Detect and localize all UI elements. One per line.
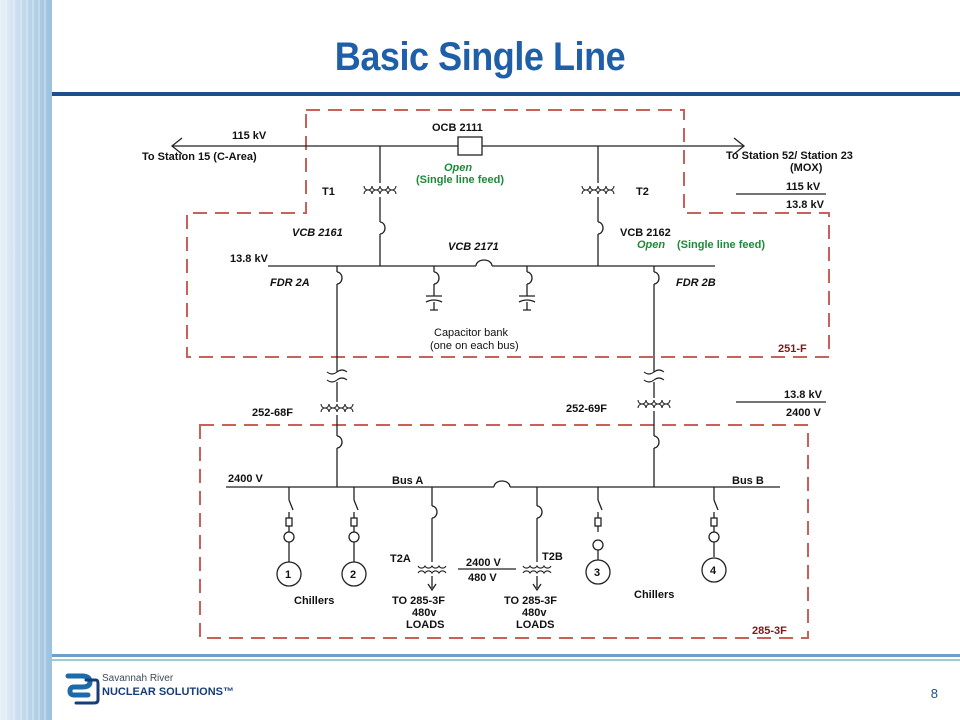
logo-text-nuclear-solutions: NUCLEAR SOLUTIONS™: [102, 686, 234, 698]
label-xfmr-252-68f: 252-68F: [252, 407, 293, 419]
footer-rule: [52, 654, 960, 657]
ocb-2111-breaker: [457, 136, 483, 156]
label-t2-ratio-top: 2400 V: [466, 557, 502, 569]
capacitor-b-icon: [518, 295, 536, 311]
t2a-branch: [417, 487, 447, 592]
t2-transformer-icon: [581, 185, 615, 195]
fdr-2b-reactor-icon: [643, 369, 665, 383]
label-115kv: 115 kV: [232, 130, 267, 142]
label-chiller-3: 3: [594, 567, 600, 579]
label-single-line-feed-2: (Single line feed): [677, 239, 765, 251]
label-ratio-138kv-top: 13.8 kV: [786, 199, 825, 211]
label-ratio-2400v: 2400 V: [786, 407, 822, 419]
logo-text-savannah-river: Savannah River: [102, 673, 174, 684]
label-fdr-2b: FDR 2B: [676, 277, 716, 289]
side-band-lines: [5, 0, 46, 720]
label-bus-2400v: 2400 V: [228, 473, 264, 485]
arrow-right-icon: [733, 137, 746, 155]
label-ocb-2111: OCB 2111: [432, 122, 483, 134]
t1-transformer-icon: [363, 185, 397, 195]
label-capacitor-bank-note: (one on each bus): [430, 340, 519, 352]
label-vcb-2171: VCB 2171: [448, 241, 499, 253]
fdr-2a-reactor-icon: [326, 369, 348, 383]
capacitor-a-icon: [425, 295, 443, 311]
label-mox: (MOX): [790, 162, 823, 174]
label-area-285-3f: 285-3F: [752, 625, 787, 637]
label-chillers-left: Chillers: [294, 595, 334, 607]
label-to-station-52: To Station 52/ Station 23: [726, 150, 853, 162]
label-t2: T2: [636, 186, 649, 198]
label-t2a: T2A: [390, 553, 411, 565]
title-rule: [52, 92, 960, 96]
t2b-branch: [522, 487, 552, 592]
label-capacitor-bank: Capacitor bank: [434, 327, 508, 339]
label-bus-a: Bus A: [392, 475, 423, 487]
xfmr-252-69f-icon: [637, 399, 671, 409]
slide-title: Basic Single Line: [334, 35, 626, 79]
side-decoration-band: [0, 0, 52, 720]
label-load-b-2: 480v: [522, 607, 547, 619]
label-chillers-right: Chillers: [634, 589, 674, 601]
label-xfmr-252-69f: 252-69F: [566, 403, 607, 415]
fdr-2a-breaker-icon: [336, 271, 343, 285]
label-load-b-3: LOADS: [516, 619, 555, 631]
label-chiller-2: 2: [350, 569, 356, 581]
label-load-a-2: 480v: [412, 607, 437, 619]
label-chiller-1: 1: [285, 569, 291, 581]
logo-mark-icon: [65, 673, 100, 705]
label-load-a-1: TO 285-3F: [392, 595, 445, 607]
label-ratio-115kv: 115 kV: [786, 181, 821, 193]
chiller-2-branch: [341, 487, 367, 587]
label-chiller-4: 4: [710, 565, 717, 577]
label-t2b: T2B: [542, 551, 563, 563]
label-open-2: Open: [637, 239, 665, 251]
chiller-1-branch: [276, 487, 302, 587]
label-ratio-138kv-mid: 13.8 kV: [784, 389, 823, 401]
label-area-251f: 251-F: [778, 343, 807, 355]
label-t1: T1: [322, 186, 335, 198]
label-single-line-feed-1: (Single line feed): [416, 174, 504, 186]
cap-b-breaker-icon: [526, 271, 533, 285]
label-fdr-2a: FDR 2A: [270, 277, 310, 289]
page-number: 8: [930, 686, 938, 701]
label-load-a-3: LOADS: [406, 619, 445, 631]
boundary-285-3f: [199, 424, 809, 639]
bus-tie-breaker-icon: [493, 480, 511, 488]
label-t2-ratio-bottom: 480 V: [468, 572, 497, 584]
bus-b-main-breaker-icon: [653, 435, 660, 449]
footer-rule-accent: [52, 659, 960, 661]
fdr-2b-breaker-icon: [653, 271, 660, 285]
label-bus-b: Bus B: [732, 475, 764, 487]
label-to-station-15: To Station 15 (C-Area): [142, 151, 257, 163]
vcb-2171-icon: [475, 259, 493, 267]
arrow-left-icon: [170, 137, 183, 155]
xfmr-252-68f-icon: [320, 403, 354, 413]
boundary-251f: [186, 109, 830, 358]
label-vcb-2161: VCB 2161: [292, 227, 343, 239]
chiller-3-branch: [585, 487, 611, 585]
label-bus-138kv: 13.8 kV: [230, 253, 269, 265]
bus-a-main-breaker-icon: [336, 435, 343, 449]
chiller-4-branch: [701, 487, 727, 583]
vcb-2162-icon: [597, 221, 604, 235]
label-load-b-1: TO 285-3F: [504, 595, 557, 607]
label-open-1: Open: [444, 162, 472, 174]
cap-a-breaker-icon: [433, 271, 440, 285]
label-vcb-2162: VCB 2162: [620, 227, 671, 239]
company-logo: Savannah River NUCLEAR SOLUTIONS™: [64, 670, 274, 710]
vcb-2161-icon: [379, 221, 386, 235]
